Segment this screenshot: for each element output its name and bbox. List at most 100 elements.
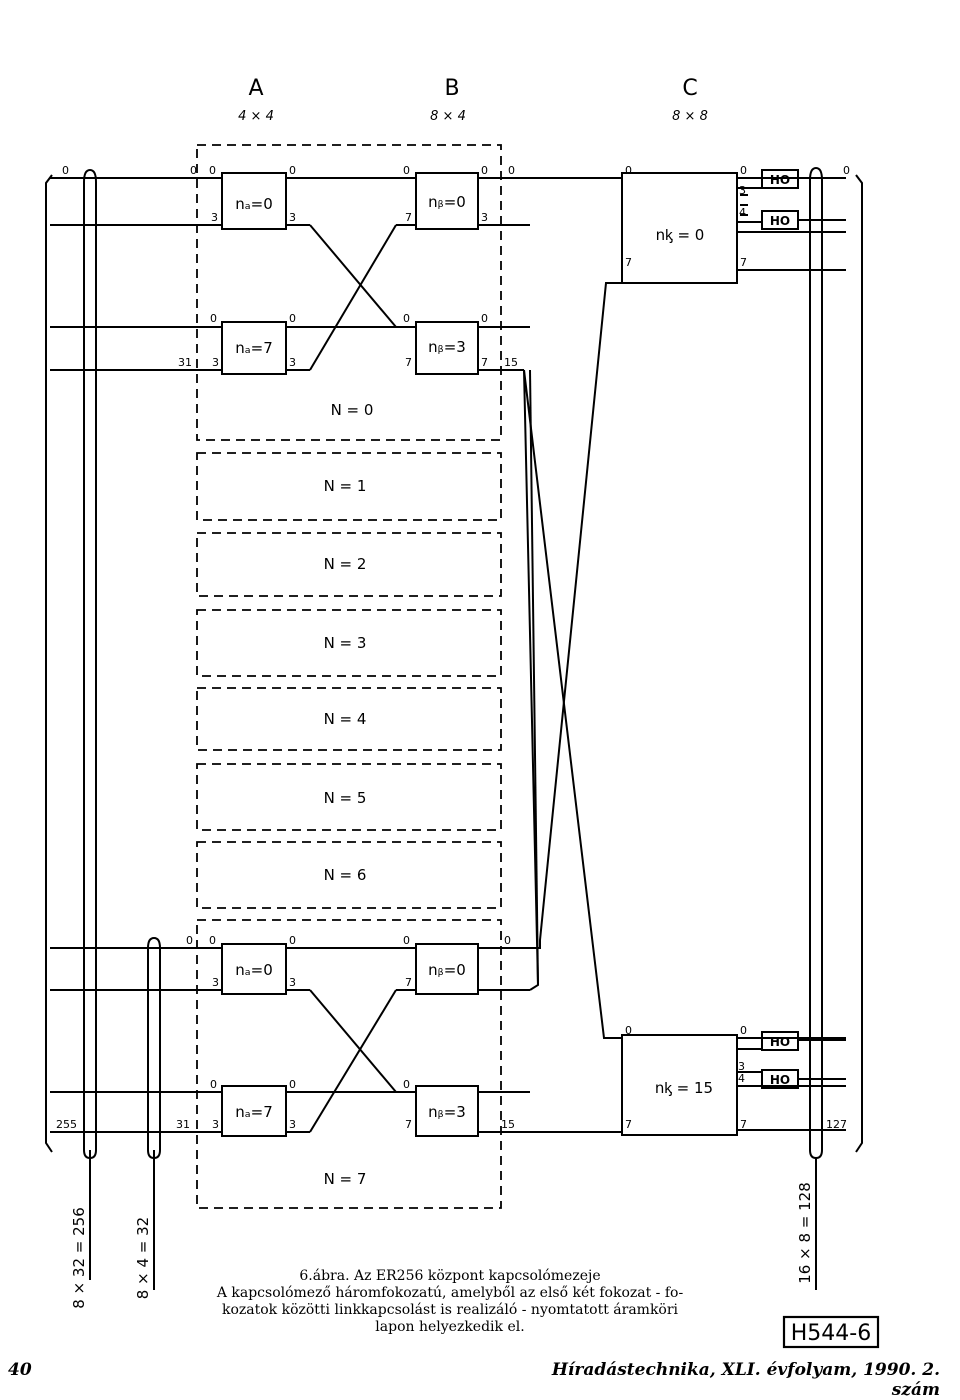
port-label: 0: [740, 1024, 747, 1037]
group-label-n6: N = 6: [324, 866, 367, 884]
group-label-n4: N = 4: [324, 710, 367, 728]
port-label: 0: [289, 164, 296, 177]
group-box-n2: [196, 532, 502, 597]
port-label: 0: [62, 164, 69, 177]
stage-a-bottom-box-n7: [221, 1085, 287, 1137]
port-label: 7: [405, 1118, 412, 1131]
stage-c-bottom-label: nᶄ = 15: [655, 1079, 713, 1097]
caption-line: kozatok közötti linkkapcsolást is realiz…: [221, 1302, 679, 1318]
port-label: 15: [501, 1118, 515, 1131]
port-label: 0: [190, 164, 197, 177]
port-label: 7: [405, 356, 412, 369]
port-label: 7: [625, 256, 632, 269]
port-label: 255: [56, 1118, 77, 1131]
port-label: 7: [740, 1118, 747, 1131]
group-box-n4: [196, 687, 502, 751]
port-label: 0: [625, 1024, 632, 1037]
caption-line: A kapcsolómező háromfokozatú, amelyből a…: [216, 1285, 684, 1301]
group-label-n5: N = 5: [324, 789, 367, 807]
ho-label: HO: [770, 1035, 790, 1049]
left-main-bus-label: 8 × 32 = 256: [70, 1207, 88, 1308]
port-label: 0: [625, 164, 632, 177]
port-label: 3: [212, 976, 219, 989]
stage-b-top-label: nᵦ=0: [428, 193, 466, 211]
stage-a-top-box-n7: [221, 943, 287, 995]
group-box-n3: [196, 609, 502, 677]
caption-title: 6.ábra. Az ER256 központ kapcsolómezeje: [299, 1268, 601, 1284]
page-number: 40: [8, 1360, 32, 1380]
stage-a-top-label: nₐ=0: [235, 195, 273, 213]
ho-label: HO: [770, 214, 790, 228]
port-label: 0: [403, 312, 410, 325]
port-label: 3: [212, 1118, 219, 1131]
ho-label: HO: [770, 173, 790, 187]
group-box-n0: [196, 144, 502, 441]
column-a-letter: A: [248, 76, 263, 101]
port-label: 15: [504, 356, 518, 369]
port-label: 7: [740, 256, 747, 269]
port-label: 0: [209, 934, 216, 947]
port-label: 31: [176, 1118, 190, 1131]
stage-b-bottom-label-n7: nᵦ=3: [428, 1103, 466, 1121]
group-label-n2: N = 2: [324, 555, 367, 573]
left-bracket: [45, 174, 53, 1153]
port-label: 0: [740, 164, 747, 177]
port-label: 127: [826, 1118, 847, 1131]
stage-a-bottom-label-n7: nₐ=7: [235, 1103, 273, 1121]
port-label: 0: [403, 1078, 410, 1091]
group-box-n1: [196, 452, 502, 521]
group-box-n7: [196, 919, 502, 1209]
right-main-bus-label: 16 × 8 = 128: [796, 1182, 814, 1283]
figure-code-box: [782, 1315, 880, 1349]
column-b-dim: 8 × 4: [430, 109, 466, 124]
port-label: 0: [289, 312, 296, 325]
port-label: 0: [403, 934, 410, 947]
port-label: 3: [211, 211, 218, 224]
port-label: 0: [843, 164, 850, 177]
port-label: 0: [186, 934, 193, 947]
group-label-n1: N = 1: [324, 477, 367, 495]
stage-b-bottom-box-n7: [415, 1085, 479, 1137]
column-c-dim: 8 × 8: [672, 109, 708, 124]
group-label-n0: N = 0: [331, 401, 374, 419]
left-second-bus: [147, 936, 161, 1150]
port-label: 3: [738, 1060, 745, 1073]
port-label: 0: [481, 164, 488, 177]
column-a-dim: 4 × 4: [238, 109, 274, 124]
port-label: 3: [289, 356, 296, 369]
port-label: 0: [289, 934, 296, 947]
stage-a-bottom-box: [221, 321, 287, 375]
stage-b-top-box: [415, 172, 479, 230]
right-main-bus: [809, 166, 823, 1150]
port-label: 31: [178, 356, 192, 369]
port-label: 0: [508, 164, 515, 177]
stage-c-top-label: nᶄ = 0: [656, 226, 705, 244]
group-box-n6: [196, 841, 502, 909]
port-label: 3: [289, 211, 296, 224]
journal-footer: Híradástechnika, XLI. évfolyam, 1990. 2.…: [551, 1360, 940, 1400]
port-label: 7: [481, 356, 488, 369]
stage-b-bottom-label: nᵦ=3: [428, 338, 466, 356]
group-label-n3: N = 3: [324, 634, 367, 652]
figure-caption: 6.ábra. Az ER256 központ kapcsolómezeje …: [200, 1268, 700, 1336]
port-label: 3: [289, 976, 296, 989]
stage-a-top-label-n7: nₐ=0: [235, 961, 273, 979]
stage-a-bottom-label: nₐ=7: [235, 339, 273, 357]
column-b-letter: B: [444, 76, 459, 101]
group-box-n5: [196, 763, 502, 831]
port-label: 4: [739, 206, 746, 219]
port-label: 0: [504, 934, 511, 947]
stage-b-top-label-n7: nᵦ=0: [428, 961, 466, 979]
port-label: 0: [481, 312, 488, 325]
left-main-bus: [83, 168, 97, 1150]
port-label: 3: [212, 356, 219, 369]
port-label: 7: [405, 976, 412, 989]
port-label: 0: [289, 1078, 296, 1091]
stage-b-bottom-box: [415, 321, 479, 375]
port-label: 4: [738, 1072, 745, 1085]
left-second-bus-label: 8 × 4 = 32: [134, 1217, 152, 1299]
port-label: 7: [625, 1118, 632, 1131]
port-label: 7: [405, 211, 412, 224]
right-bracket: [855, 174, 863, 1153]
